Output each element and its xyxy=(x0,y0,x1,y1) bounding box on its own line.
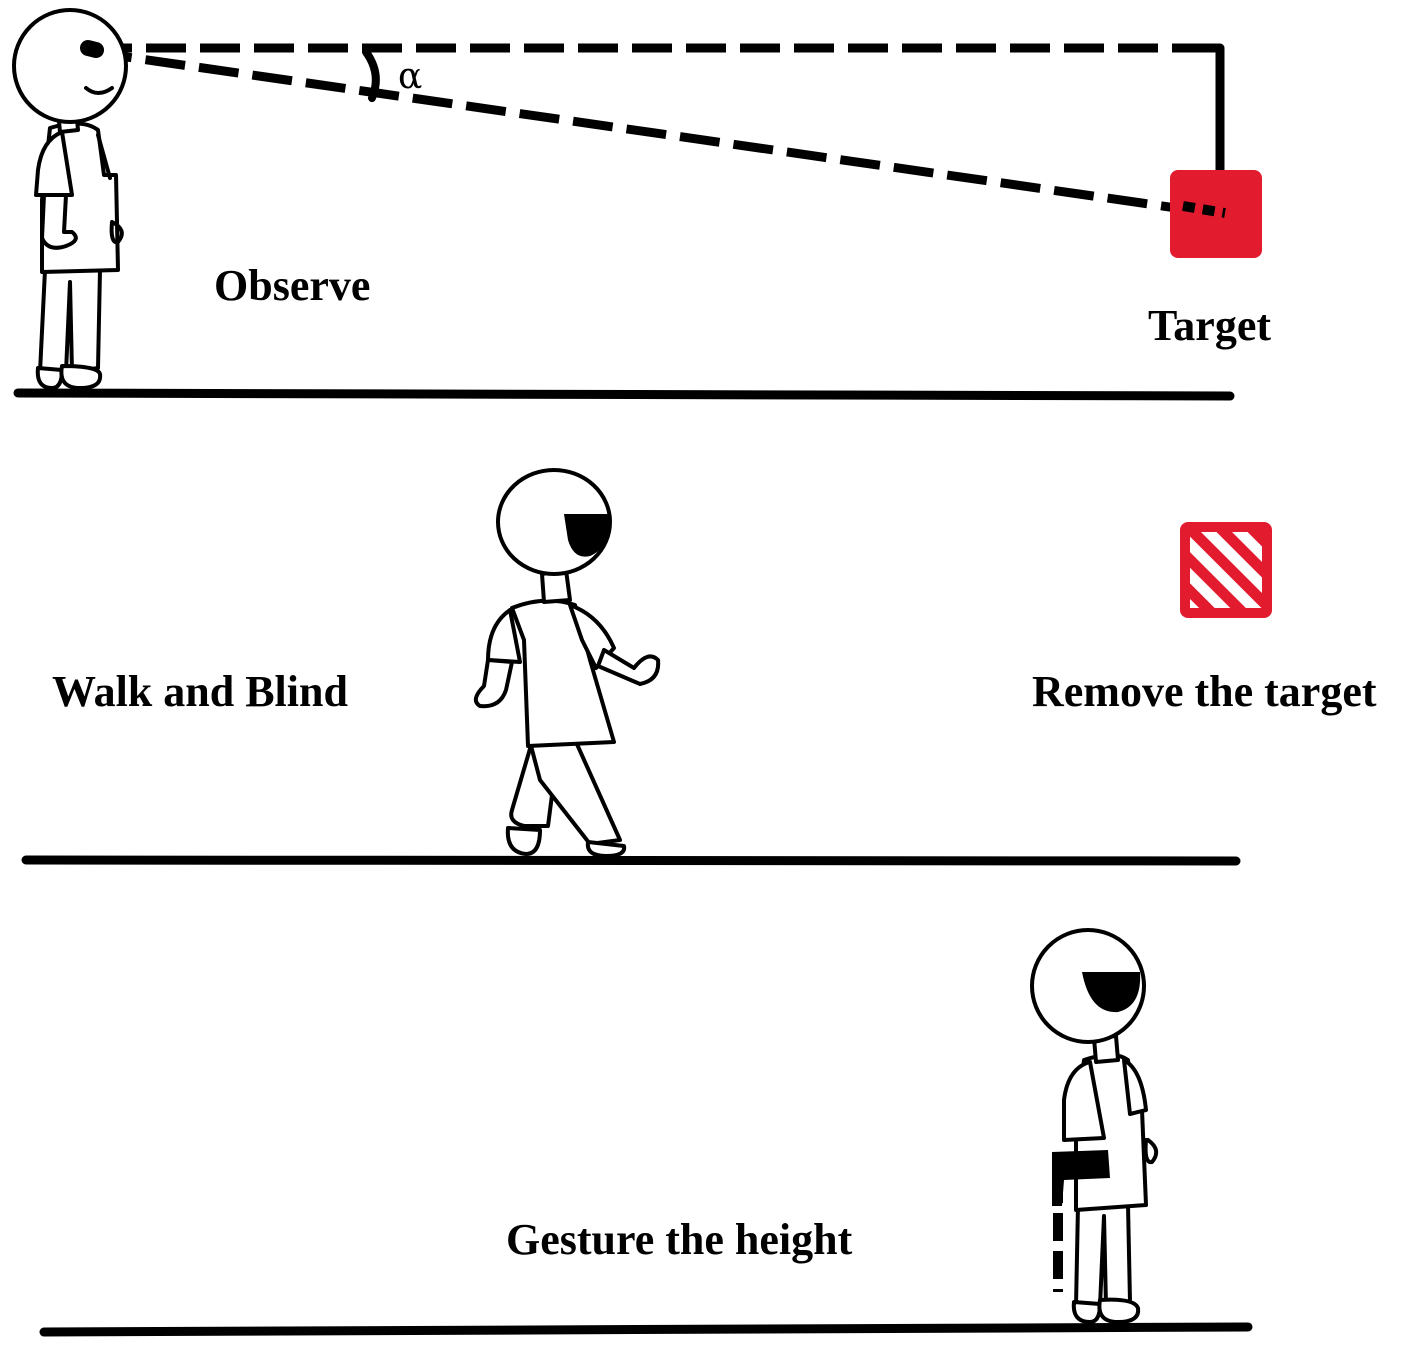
panel-walk-blind: Walk and Blind Remove the target xyxy=(21,468,1377,866)
blindfold-mark xyxy=(1082,972,1141,1013)
ground-line-1 xyxy=(13,388,1235,401)
step-label-walk-blind: Walk and Blind xyxy=(52,667,348,716)
target-square xyxy=(1170,170,1262,258)
ground-line-3 xyxy=(39,1322,1253,1337)
observer-figure xyxy=(12,8,128,390)
ground-line-2 xyxy=(21,855,1241,866)
panel-gesture-height: Gesture the height xyxy=(39,928,1253,1337)
blindfold-mark xyxy=(564,514,610,557)
step-label-gesture-height: Gesture the height xyxy=(506,1215,853,1264)
panel-observe: α Observe Ta xyxy=(12,8,1271,401)
angle-arc xyxy=(362,48,380,102)
gesturing-blindfolded-figure xyxy=(1030,928,1159,1324)
declined-sight-line xyxy=(91,47,1226,220)
target-sight-mark xyxy=(1182,201,1226,218)
remove-target-label: Remove the target xyxy=(1032,667,1377,716)
step-label-observe: Observe xyxy=(214,261,370,310)
target-hanger-line xyxy=(1207,43,1225,180)
target-label: Target xyxy=(1148,301,1271,350)
walking-blindfolded-figure xyxy=(473,468,661,858)
angle-alpha-symbol: α xyxy=(398,56,422,97)
removed-target-hatch xyxy=(1190,532,1262,608)
gesture-hand-block xyxy=(1052,1150,1110,1206)
